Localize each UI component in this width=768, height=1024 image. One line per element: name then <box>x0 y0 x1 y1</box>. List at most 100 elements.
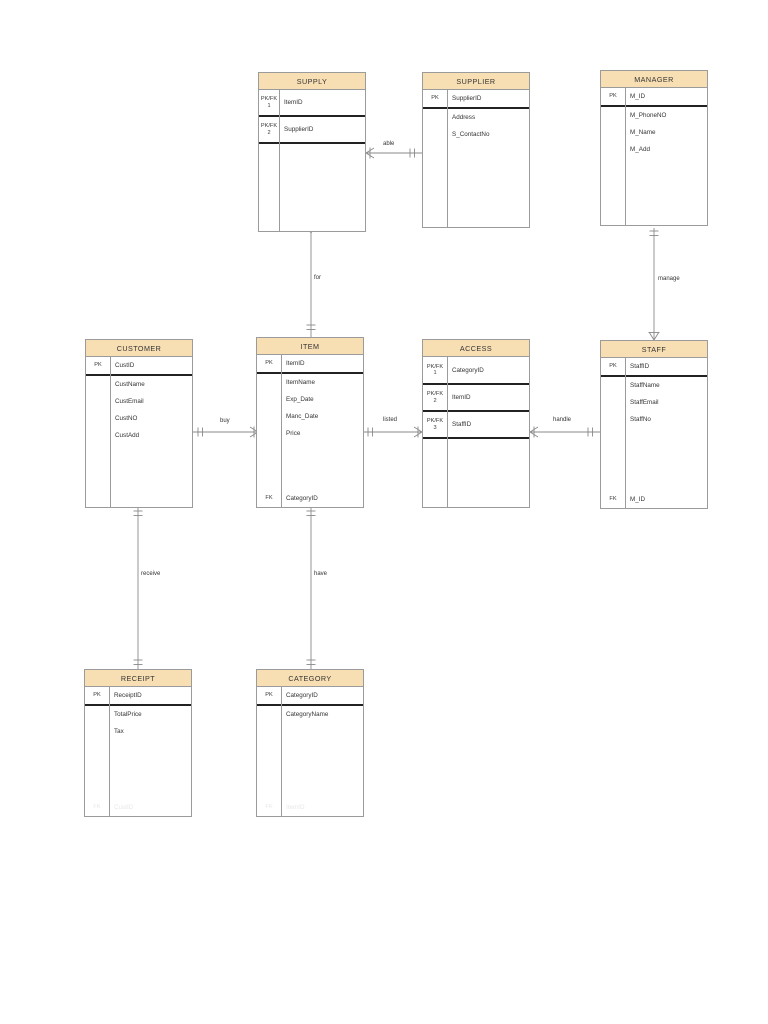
relationship-label-for: for <box>314 275 322 281</box>
table-row: PK/FK 1 ItemID <box>259 90 365 117</box>
attribute-name: M_ID <box>630 93 646 100</box>
entity-manager[interactable]: MANAGER PK M_ID M_PhoneNO M_Name M_Add <box>600 70 708 226</box>
table-row: PK/FK 3 StaffID <box>423 412 529 439</box>
relationship-label-able: able <box>383 141 395 147</box>
attribute-name: StaffName <box>630 382 660 389</box>
table-row: CategoryName <box>257 706 363 723</box>
attribute-name: ItemID <box>286 360 305 367</box>
table-row: S_ContactNo <box>423 126 529 143</box>
entity-supply[interactable]: SUPPLY PK/FK 1 ItemID PK/FK 2 SupplierID <box>258 72 366 232</box>
table-row: Price <box>257 425 363 442</box>
relationship-label-manage: manage <box>658 276 680 282</box>
key-tag: PK <box>265 360 273 367</box>
entity-staff[interactable]: STAFF PK StaffID StaffName StaffEmail St… <box>600 340 708 509</box>
attribute-name: Manc_Date <box>286 413 319 420</box>
table-row: CustEmail <box>86 393 192 410</box>
attribute-name: TotalPrice <box>114 711 142 718</box>
attribute-name: CategoryName <box>286 711 329 718</box>
entity-receipt[interactable]: RECEIPT PK ReceiptID TotalPrice Tax FK C… <box>84 669 192 817</box>
table-row: FK M_ID <box>601 491 707 508</box>
entity-customer-title: CUSTOMER <box>86 340 192 357</box>
table-row: PK/FK 2 SupplierID <box>259 117 365 144</box>
attribute-name: CategoryID <box>286 495 318 502</box>
key-tag: FK <box>609 496 617 503</box>
table-row: Address <box>423 109 529 126</box>
key-tag: PK <box>265 692 273 699</box>
relationship-label-listed: listed <box>383 417 398 423</box>
table-row: PK/FK 2 ItemID <box>423 385 529 412</box>
key-index: 2 <box>267 129 271 136</box>
table-row: PK CategoryID <box>257 687 363 704</box>
table-row: Tax <box>85 723 191 740</box>
attribute-name: M_Name <box>630 129 656 136</box>
attribute-name: CustID <box>115 362 135 369</box>
relationship-label-receive: receive <box>141 571 161 577</box>
relationship-label-have: have <box>314 571 328 577</box>
key-tag: PK <box>431 95 439 102</box>
attribute-name: CustName <box>115 381 145 388</box>
attribute-name: M_PhoneNO <box>630 112 667 119</box>
table-row: PK/FK 1 CategoryID <box>423 357 529 385</box>
table-row: TotalPrice <box>85 706 191 723</box>
attribute-name: ItemID <box>286 804 305 811</box>
entity-access[interactable]: ACCESS PK/FK 1 CategoryID PK/FK 2 ItemID… <box>422 339 530 508</box>
entity-access-title: ACCESS <box>423 340 529 357</box>
table-row: StaffEmail <box>601 394 707 411</box>
entity-category[interactable]: CATEGORY PK CategoryID CategoryName FK I… <box>256 669 364 817</box>
table-row: PK SupplierID <box>423 90 529 107</box>
key-tag: PK <box>94 362 102 369</box>
table-row: FK ItemID <box>257 799 363 816</box>
attribute-name: ItemID <box>284 99 303 106</box>
key-tag: FK <box>93 804 101 811</box>
attribute-name: S_ContactNo <box>452 131 490 138</box>
attribute-name: CustAdd <box>115 432 140 439</box>
attribute-name: ItemName <box>286 379 316 386</box>
table-row: CustName <box>86 376 192 393</box>
entity-category-title: CATEGORY <box>257 670 363 687</box>
attribute-name: StaffID <box>630 363 650 370</box>
relationship-label-buy: buy <box>220 418 230 424</box>
attribute-name: CategoryID <box>286 692 318 699</box>
table-row: PK ReceiptID <box>85 687 191 704</box>
attribute-name: CustNO <box>115 415 138 422</box>
entity-item[interactable]: ITEM PK ItemID ItemName Exp_Date Manc_Da… <box>256 337 364 508</box>
entity-supply-title: SUPPLY <box>259 73 365 90</box>
entity-item-title: ITEM <box>257 338 363 355</box>
attribute-name: Tax <box>114 728 124 735</box>
table-row: M_Add <box>601 141 707 158</box>
attribute-name: CustEmail <box>115 398 144 405</box>
attribute-name: StaffID <box>452 421 472 428</box>
entity-customer[interactable]: CUSTOMER PK CustID CustName CustEmail Cu… <box>85 339 193 508</box>
attribute-name: Address <box>452 114 476 121</box>
entity-staff-title: STAFF <box>601 341 707 358</box>
table-row: Exp_Date <box>257 391 363 408</box>
key-index: 1 <box>267 102 271 109</box>
attribute-name: StaffEmail <box>630 399 659 406</box>
key-tag: FK <box>265 495 273 502</box>
table-row: StaffName <box>601 377 707 394</box>
table-row: FK CustID <box>85 799 191 816</box>
table-row: ItemName <box>257 374 363 391</box>
table-row: PK ItemID <box>257 355 363 372</box>
table-row: M_Name <box>601 124 707 141</box>
attribute-name: ItemID <box>452 394 471 401</box>
attribute-name: CustID <box>114 804 134 811</box>
entity-manager-title: MANAGER <box>601 71 707 88</box>
table-row: PK CustID <box>86 357 192 374</box>
attribute-name: SupplierID <box>284 126 314 133</box>
attribute-name: Price <box>286 430 301 437</box>
attribute-name: M_Add <box>630 146 650 153</box>
key-tag: PK <box>609 93 617 100</box>
entity-supplier-title: SUPPLIER <box>423 73 529 90</box>
attribute-name: ReceiptID <box>114 692 142 699</box>
key-tag: PK/FK <box>260 123 278 130</box>
key-tag: PK/FK <box>426 391 444 398</box>
relationship-label-handle: handle <box>553 417 572 423</box>
entity-receipt-title: RECEIPT <box>85 670 191 687</box>
attribute-name: M_ID <box>630 496 646 503</box>
entity-supplier[interactable]: SUPPLIER PK SupplierID Address S_Contact… <box>422 72 530 228</box>
key-index: 2 <box>433 397 437 404</box>
key-tag: PK <box>93 692 101 699</box>
